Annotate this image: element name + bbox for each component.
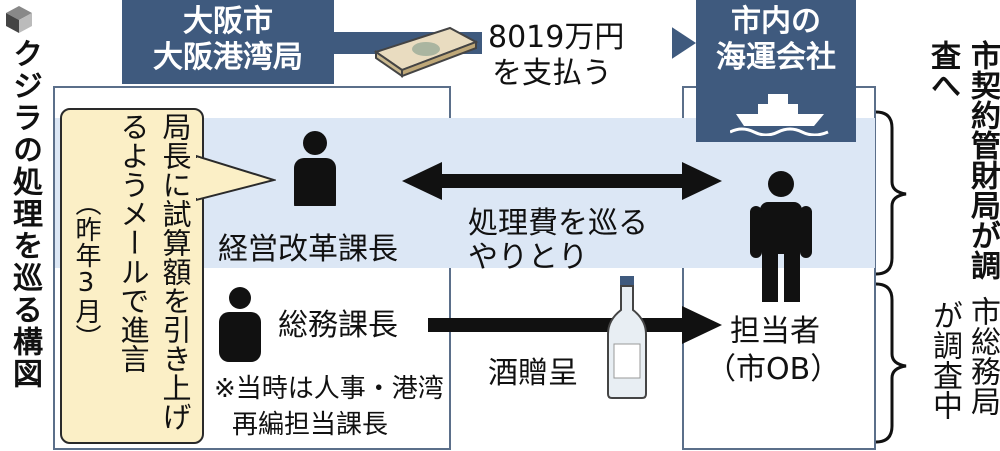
payment-label-bg <box>482 14 672 84</box>
banknote-stack-icon <box>373 26 479 78</box>
ship-icon <box>730 94 829 136</box>
manager-person-icon <box>292 131 338 216</box>
fee-exchange-arrow <box>402 162 722 200</box>
manager-label: 経営改革課長 <box>218 232 398 267</box>
gift-label: 酒贈呈 <box>488 356 578 391</box>
contract-bureau-investigation: 市契約管財局が調査へ <box>925 40 1000 280</box>
sake-bottle-icon <box>607 276 647 399</box>
contact-note: （市OB） <box>706 352 841 387</box>
investigation-braces <box>875 110 907 444</box>
payment-amount: 8019万円 <box>488 20 625 55</box>
shipping-company-header: 市内の 海運会社 <box>696 0 856 142</box>
note-tail <box>196 154 276 202</box>
gift-arrow <box>428 306 722 344</box>
contact-label: 担当者 <box>730 314 820 349</box>
fee-exchange-label-1: 処理費を巡る <box>468 206 648 241</box>
general-affairs-bureau-col2: が調査中 <box>927 300 962 420</box>
email-note-bubble <box>60 108 204 444</box>
note-date: （昨年3月） <box>71 190 101 350</box>
osaka-port-bureau-header: 大阪市 大阪港湾局 <box>122 0 334 84</box>
payment-action: を支払う <box>492 56 612 91</box>
contact-person-icon <box>750 171 812 302</box>
general-affairs-label: 総務課長 <box>278 308 398 343</box>
logo-icon <box>6 6 32 33</box>
fee-exchange-label-2: やりとり <box>468 240 588 275</box>
general-affairs-bureau-col1: 市総務局 <box>965 296 1000 416</box>
footnote-line-2: 再編担当課長 <box>232 410 389 440</box>
note-text: 局長に試算額を引き上げるようメールで進言 <box>116 112 192 431</box>
general-affairs-person-icon <box>219 287 261 362</box>
footnote-line-1: ※当時は人事・港湾 <box>214 374 444 404</box>
diagram-title: クジラの処理を巡る構図 <box>7 38 42 390</box>
